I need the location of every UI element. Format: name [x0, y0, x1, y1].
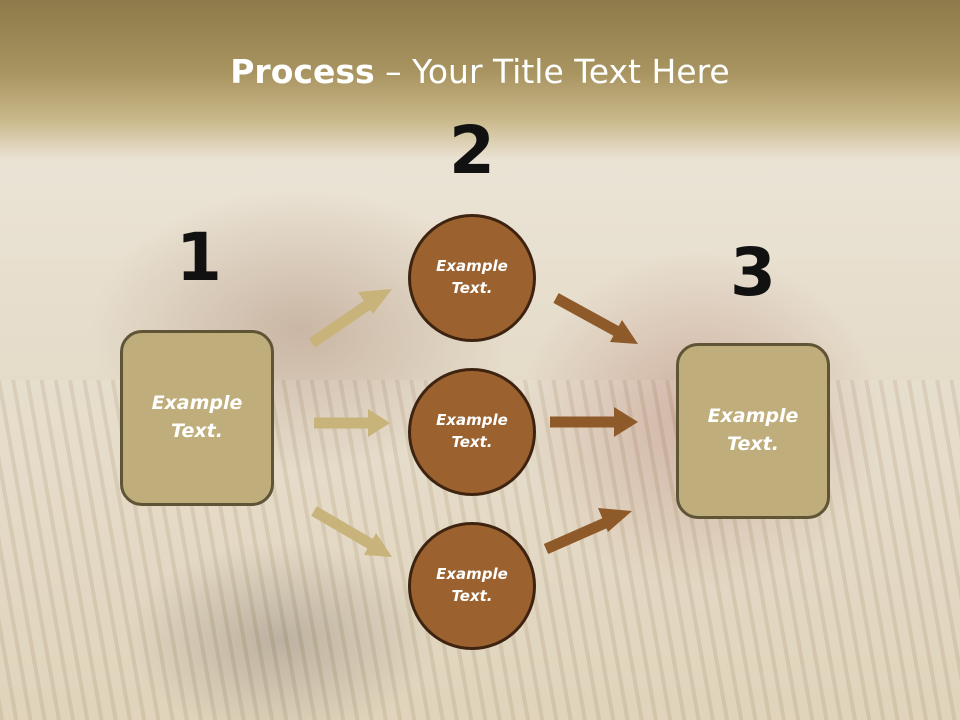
arrow-2-to-3-middle	[550, 407, 638, 437]
title-bold: Process	[230, 52, 375, 91]
arrow-2-to-3-bottom	[543, 508, 632, 555]
arrow-1-to-2-top	[308, 289, 392, 348]
arrow-1-to-2-bottom	[311, 506, 392, 557]
title-band	[0, 0, 960, 160]
step-2-text-middle: Example Text.	[436, 411, 508, 451]
step-2-circle-bottom: Example Text.	[408, 522, 536, 650]
step-1-number: 1	[176, 219, 222, 296]
step-2-text-top: Example Text.	[436, 257, 508, 297]
step-1-text: Example Text.	[151, 392, 243, 442]
step-2-text-bottom: Example Text.	[436, 565, 508, 605]
step-3-number: 3	[730, 234, 776, 311]
slide-title: Process – Your Title Text Here	[0, 52, 960, 91]
arrow-2-to-3-top	[553, 293, 638, 344]
step-2-number: 2	[449, 112, 495, 189]
step-3-text: Example Text.	[707, 405, 799, 455]
title-rest: – Your Title Text Here	[374, 52, 730, 91]
step-2-circle-middle: Example Text.	[408, 368, 536, 496]
step-1-box: Example Text.	[120, 330, 274, 506]
arrow-1-to-2-middle	[314, 409, 390, 437]
step-2-circle-top: Example Text.	[408, 214, 536, 342]
step-3-box: Example Text.	[676, 343, 830, 519]
